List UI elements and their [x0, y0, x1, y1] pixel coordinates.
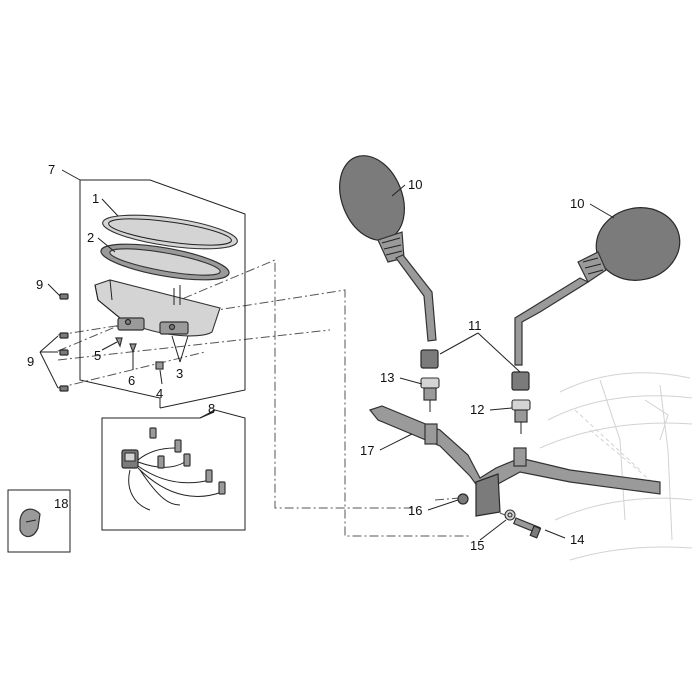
callout-7: 7	[48, 162, 55, 177]
bolt-14	[512, 517, 542, 539]
mirror-left	[339, 155, 437, 342]
callout-16: 16	[408, 503, 422, 518]
mirror-right	[514, 207, 681, 366]
callout-13: 13	[380, 370, 394, 385]
callout-3: 3	[176, 366, 183, 381]
callout-12: 12	[470, 402, 484, 417]
callout-10-left: 10	[408, 177, 422, 192]
instrument-gasket	[100, 243, 230, 281]
callout-15: 15	[470, 538, 484, 553]
callout-9-top: 9	[36, 277, 43, 292]
callout-9-bottom: 9	[27, 354, 34, 369]
callout-4: 4	[156, 386, 163, 401]
part-18-box	[7, 489, 71, 553]
callout-18: 18	[54, 496, 68, 511]
instrument-group-frame	[61, 169, 246, 409]
callout-5: 5	[94, 348, 101, 363]
adapter-13	[420, 377, 440, 412]
nut-16	[457, 493, 469, 505]
spacers-11	[420, 349, 530, 391]
wiring-harness	[121, 427, 226, 511]
wiring-harness-box	[101, 409, 246, 531]
callout-11: 11	[468, 318, 482, 333]
callout-10-right: 10	[570, 196, 584, 211]
instrument-housing	[94, 279, 221, 337]
callout-17: 17	[360, 443, 374, 458]
callout-leaders-instrument	[39, 198, 189, 389]
assembly-leader-lines	[57, 259, 519, 537]
callout-14: 14	[570, 532, 584, 547]
handlebar	[368, 405, 661, 517]
callout-8: 8	[208, 401, 215, 416]
adapter-12	[511, 399, 531, 434]
scooter-body-outline	[539, 372, 693, 561]
instrument-fasteners	[115, 337, 164, 370]
screws-9	[59, 293, 69, 392]
callout-leaders-handlebar	[207, 184, 615, 541]
callout-6: 6	[128, 373, 135, 388]
callout-1: 1	[92, 191, 99, 206]
callout-labels: 7 1 2 9 9 5 6 4 3 8 18 10 10 11 13 12 17…	[27, 162, 584, 553]
instrument-lens	[102, 214, 238, 250]
callout-2: 2	[87, 230, 94, 245]
washer-15	[504, 509, 516, 521]
